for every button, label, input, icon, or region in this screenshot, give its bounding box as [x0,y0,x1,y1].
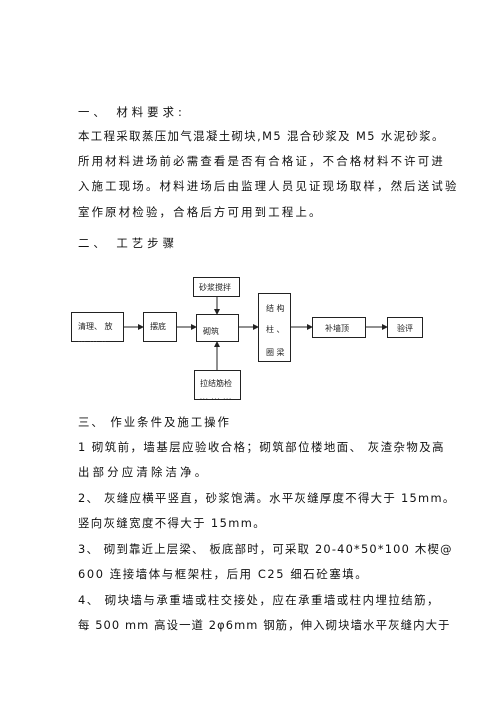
paragraph-line: 600 连接墙体与框架柱，后用 C25 细石砼塞填。 [78,567,369,581]
flow-box-wall-top: 补墙顶 [312,317,366,338]
paragraph-line: 1 砌筑前，墙基层应验收合格；砌筑部位楼地面、 灰渣杂物及高 [78,440,446,454]
paragraph-line: 入施工现场。材料进场后由监理人员见证现场取样，然后送试验 [78,179,459,193]
flow-box-mortar-mixing: 砂浆搅拌 [193,277,240,297]
flow-box-masonry: 砌筑 [196,314,239,342]
paragraph-line: 所用材料进场前必需查看是否有合格证，不合格材料不许可进 [78,154,445,168]
paragraph-line: 4、 砌块墙与承重墙或柱交接处，应在承重墙或柱内埋拉结筋， [78,593,440,607]
paragraph-line: 竖向灰缝宽度不得大于 15mm。 [78,516,267,530]
paragraph-line: 2、 灰缝应横平竖直，砂浆饱满。水平灰缝厚度不得大于 15mm。 [78,491,456,505]
section-heading-materials: 一、 材料要求: [78,105,186,119]
flow-box-base: 摆底 [143,312,177,342]
flow-box-tie-bar-check: 拉结筋检 ... ... ... [194,370,241,401]
paragraph-line: 3、 砌到靠近上层梁、 板底部时，可采取 20-40*50*100 木楔@ [78,542,453,556]
flow-box-structure-column: 结 构 柱 、 圈 梁 [258,293,291,362]
flow-box-acceptance: 验评 [387,317,423,338]
paragraph-line: 出部分应清除洁净。 [78,465,210,479]
paragraph-line: 本工程采取蒸压加气混凝土砌块,M5 混合砂浆及 M5 水泥砂浆。 [78,129,445,143]
section-heading-process: 二、 工艺步骤 [78,236,178,250]
paragraph-line: 室作原材检验，合格后方可用到工程上。 [78,205,323,219]
section-heading-conditions: 三、 作业条件及施工操作 [78,415,231,429]
paragraph-line: 每 500 mm 高设一道 2φ6mm 钢筋，伸入砌块墙水平灰缝内大于 [78,618,451,632]
flow-box-clean: 清理、 放 ... ... .. [71,312,124,344]
